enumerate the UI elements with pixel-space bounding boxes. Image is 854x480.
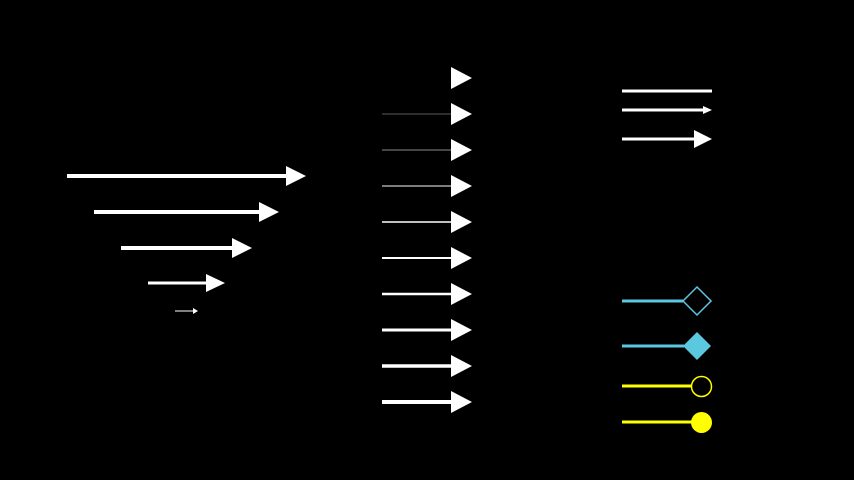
small-arrowhead-icon: [622, 106, 712, 114]
arrow-right-icon: [121, 238, 252, 258]
diamond-outline-icon: [622, 285, 713, 317]
arrow-right-icon: [382, 103, 472, 125]
arrow-right-icon: [175, 308, 198, 314]
circle-filled-icon: [622, 412, 712, 433]
line-variant-group: [622, 89, 712, 148]
diamond-filled-icon: [622, 332, 711, 360]
arrow-right-icon: [94, 202, 279, 222]
arrow-right-icon: [382, 391, 472, 413]
marker-line-group: [622, 285, 713, 433]
arrow-right-icon: [382, 247, 472, 269]
arrow-right-icon: [382, 319, 472, 341]
arrow-right-icon: [382, 355, 472, 377]
shaft-weight-arrow-group: [382, 67, 472, 413]
arrow-right-icon: [382, 211, 472, 233]
arrow-right-icon: [148, 274, 225, 292]
arrow-right-icon: [451, 67, 472, 89]
arrow-right-icon: [382, 139, 472, 161]
arrow-right-icon: [382, 175, 472, 197]
stroke-width-arrow-group: [67, 166, 306, 314]
arrow-right-icon: [67, 166, 306, 186]
circle-outline-icon: [622, 375, 713, 398]
large-arrowhead-icon: [622, 130, 712, 148]
arrow-right-icon: [382, 283, 472, 305]
